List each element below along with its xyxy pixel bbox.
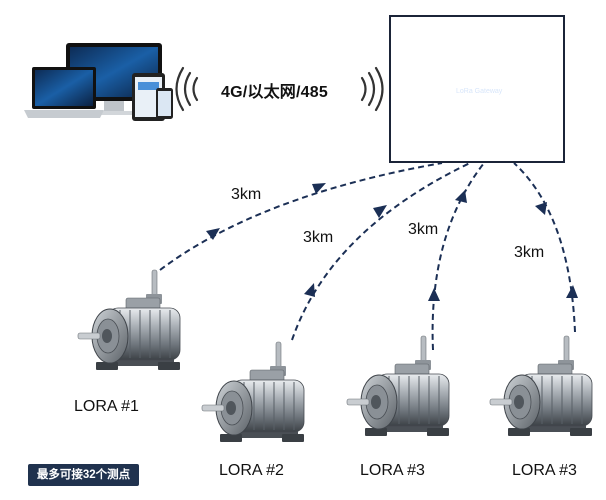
gateway-brand-text: LORA网关 bbox=[453, 73, 521, 89]
link-distance-3: 3km bbox=[408, 221, 439, 238]
link-arrow-1b bbox=[312, 183, 326, 194]
gateway-frame bbox=[389, 15, 565, 163]
link-line-4 bbox=[513, 162, 576, 333]
network-label: 4G/以太网/485 bbox=[221, 84, 328, 101]
link-line-3 bbox=[431, 162, 485, 351]
link-arrow-3b bbox=[455, 190, 467, 203]
motor-node-2 bbox=[201, 341, 305, 443]
node-label-2: LORA #2 bbox=[219, 462, 284, 479]
link-arrowheads bbox=[206, 183, 578, 301]
motor-node-3 bbox=[346, 335, 450, 437]
wifi-signal-right-icon bbox=[360, 66, 384, 112]
motor-node-4 bbox=[489, 335, 593, 437]
link-lines bbox=[159, 162, 576, 351]
node-label-4: LORA #3 bbox=[512, 462, 577, 479]
wifi-signal-left-icon bbox=[175, 66, 199, 112]
link-line-1 bbox=[159, 162, 443, 271]
link-arrow-4a bbox=[566, 285, 578, 298]
link-arrow-2a bbox=[304, 283, 315, 297]
link-arrow-2b bbox=[373, 205, 387, 218]
motor-node-1 bbox=[77, 269, 181, 371]
computer-devices-illustration bbox=[24, 43, 173, 121]
link-distance-4: 3km bbox=[514, 244, 545, 261]
link-arrow-1a bbox=[206, 228, 220, 240]
link-distance-1: 3km bbox=[231, 186, 262, 203]
gateway-nfc-text: NFC bbox=[470, 98, 485, 105]
node-label-1: LORA #1 bbox=[74, 398, 139, 415]
link-arrow-4b bbox=[535, 202, 547, 215]
node-label-3: LORA #3 bbox=[360, 462, 425, 479]
gateway-sub-text: LoRa Gateway bbox=[456, 88, 503, 95]
link-distance-2: 3km bbox=[303, 229, 334, 246]
link-arrow-3a bbox=[428, 288, 440, 301]
max-points-badge: 最多可接32个测点 bbox=[28, 464, 139, 486]
